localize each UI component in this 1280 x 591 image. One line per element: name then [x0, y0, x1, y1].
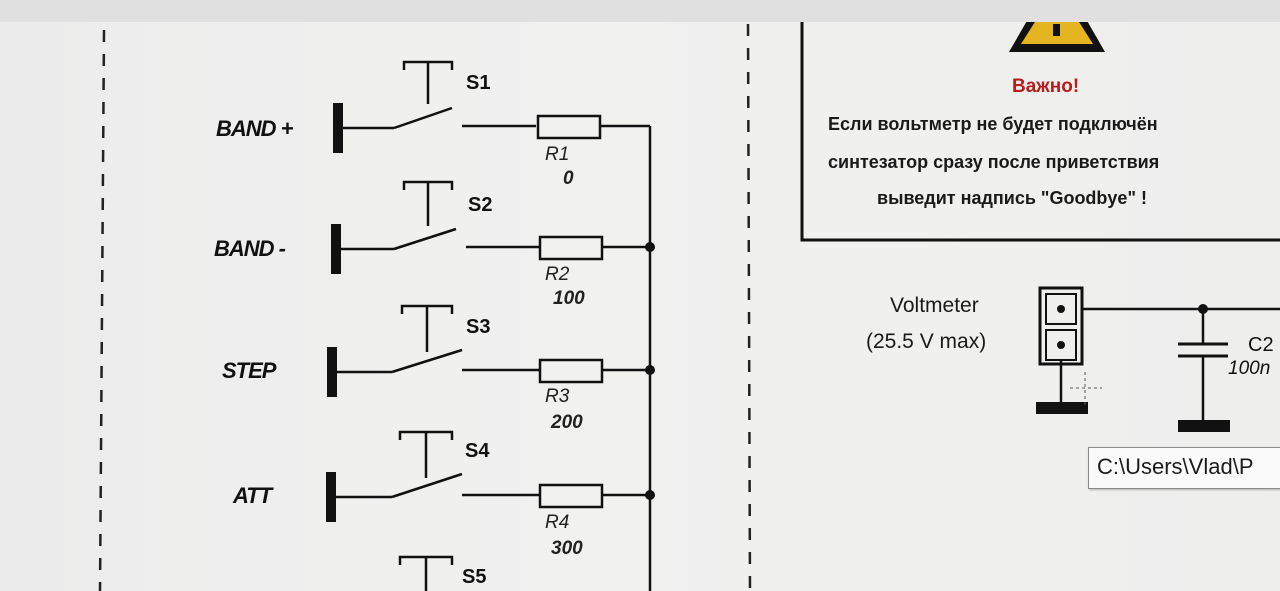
capacitor-name: C2 — [1248, 334, 1274, 356]
value-r4: 300 — [551, 538, 583, 559]
button-pad — [331, 224, 341, 274]
label-band-minus: BAND - — [214, 236, 286, 261]
voltmeter-label: Voltmeter — [890, 294, 979, 317]
button-pad — [326, 472, 336, 522]
toolbar-strip — [0, 0, 1280, 23]
label-r3: R3 — [545, 386, 570, 407]
label-step: STEP — [222, 358, 276, 383]
schematic-canvas[interactable]: BAND + BAND - STEP ATT S1 S2 S3 S4 S5 R1… — [0, 22, 1280, 591]
button-pad — [333, 103, 343, 153]
sheet-border-left — [98, 29, 106, 591]
warning-line-2: синтезатор сразу после приветствия — [828, 152, 1160, 172]
cursor-crosshair — [1070, 372, 1102, 408]
button-pad — [327, 347, 337, 397]
warning-box — [800, 22, 1280, 242]
sheet-border-middle — [746, 23, 752, 591]
schematic-drawing — [98, 22, 1280, 591]
tooltip-text: C:\Users\Vlad\P — [1097, 454, 1254, 479]
label-r4: R4 — [545, 512, 570, 533]
label-s5: S5 — [462, 566, 487, 588]
voltmeter-range: (25.5 V max) — [866, 330, 987, 353]
button-row-att — [326, 430, 650, 522]
label-r2: R2 — [545, 264, 570, 285]
switch-s5-partial — [398, 555, 454, 591]
value-r2: 100 — [553, 288, 585, 309]
warning-title: Важно! — [1012, 76, 1080, 97]
capacitor-value: 100n — [1228, 358, 1271, 379]
label-att: ATT — [233, 483, 272, 508]
resistor-body — [536, 114, 602, 140]
button-row-step — [327, 304, 650, 397]
ground-symbol — [1036, 402, 1088, 414]
resistor-body — [538, 483, 604, 509]
label-band-plus: BAND + — [216, 116, 294, 141]
button-row-band-plus — [333, 60, 650, 153]
label-s1: S1 — [466, 72, 491, 94]
warning-line-3: выведит надпись "Goodbye" ! — [877, 188, 1147, 208]
label-s2: S2 — [468, 194, 493, 216]
label-r1: R1 — [545, 144, 570, 165]
resistor-body — [538, 358, 604, 384]
value-r1: 0 — [563, 168, 574, 189]
path-tooltip: C:\Users\Vlad\P — [1088, 447, 1280, 489]
label-s3: S3 — [466, 316, 491, 338]
value-r3: 200 — [551, 412, 583, 433]
capacitor-c2 — [1178, 309, 1230, 432]
button-row-band-minus — [331, 180, 650, 274]
voltmeter-connector — [1036, 286, 1280, 414]
resistor-body — [538, 235, 604, 261]
warning-line-1: Если вольтметр не будет подключён — [828, 114, 1158, 134]
warning-icon — [1009, 22, 1105, 52]
ground-symbol — [1178, 420, 1230, 432]
label-s4: S4 — [465, 440, 490, 462]
